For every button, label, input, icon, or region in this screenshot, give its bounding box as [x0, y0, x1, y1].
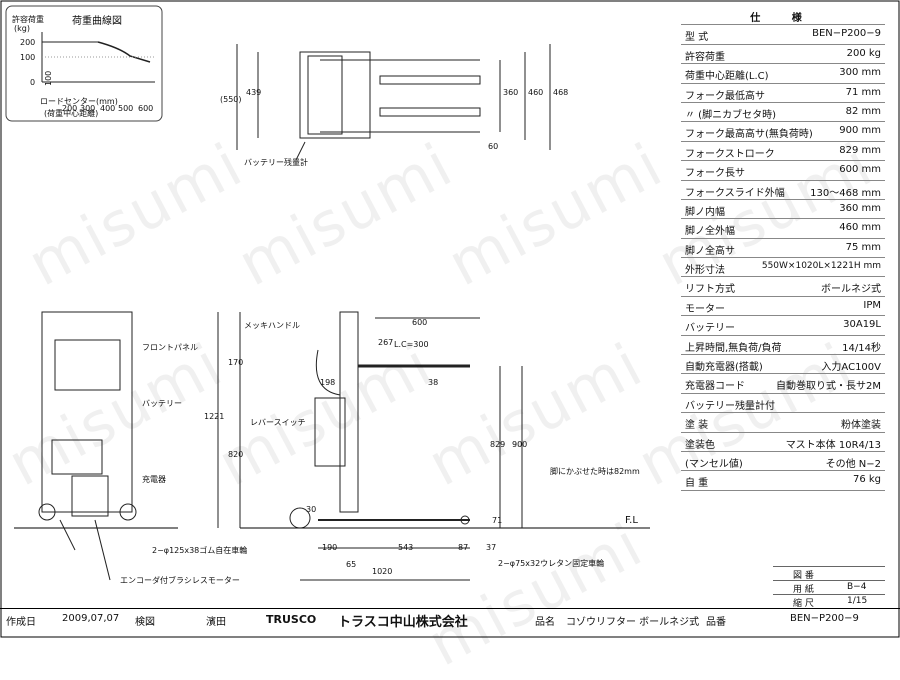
dim: 543 [398, 543, 414, 552]
made-label: 作成日 [6, 617, 36, 628]
spec-row: 荷重中心距離(L.C)300 mm [681, 64, 885, 84]
label-battery: バッテリー [142, 399, 182, 408]
made-date: 2009,07,07 [62, 613, 120, 624]
dim: 829 [490, 440, 506, 449]
shukushaku-value: 1/15 [847, 596, 868, 606]
product-name: コゾウリフター ボールネジ式 [566, 617, 700, 628]
spec-row: バッテリー残量計付 [681, 394, 885, 414]
dim: 820 [228, 450, 244, 459]
graph-xtick: 300 [80, 104, 96, 113]
spec-row: (マンセル値)その他 N−2 [681, 452, 885, 472]
dim: 65 [346, 560, 357, 569]
graph-title: 荷重曲線図 [72, 16, 122, 27]
spec-row: フォーク最高高サ(無負荷時)900 mm [681, 122, 885, 142]
drawing-lines [0, 0, 900, 638]
label-caster: 2−φ125x38ゴム自在車輪 [152, 546, 248, 555]
label-handle: メッキハンドル [244, 321, 300, 330]
dim: 267 [378, 338, 394, 347]
dim: 600 [412, 318, 428, 327]
graph-ytick: 100 [20, 53, 36, 62]
dim: 1221 [204, 412, 225, 421]
yoshi-value: B−4 [847, 582, 867, 592]
footer: 作成日 2009,07,07 検図 濱田 TRUSCO トラスコ中山株式会社 品… [0, 608, 900, 639]
graph-xtick: 500 [118, 104, 134, 113]
label-fixed-wheel: 2−φ75x32ウレタン固定車輪 [498, 559, 605, 568]
brand: TRUSCO [266, 613, 317, 626]
dim: 87 [458, 543, 469, 552]
spec-row: 充電器コード自動巻取り式・長サ2M [681, 374, 885, 394]
spec-header: 仕 様 [750, 13, 816, 24]
dim: 30 [306, 505, 317, 514]
zuban-label: 図 番 [793, 571, 814, 581]
label-battery-meter: バッテリー残量計 [244, 158, 308, 167]
graph-ylabel: 許容荷重 [12, 15, 44, 24]
dim: 38 [428, 378, 439, 387]
spec-row: 塗装色マスト本体 10R4/13 [681, 433, 885, 452]
graph-ytick: 0 [30, 78, 36, 87]
name-label: 品名 [535, 617, 555, 628]
graph-yunit: (kg) [14, 24, 30, 33]
graph-ytick: 200 [20, 38, 36, 47]
dim: 71 [492, 516, 503, 525]
dim: 198 [320, 378, 336, 387]
company: トラスコ中山株式会社 [338, 615, 468, 630]
check-label: 検図 [135, 617, 155, 628]
dim: 1020 [372, 567, 393, 576]
dim: 170 [228, 358, 244, 367]
title-block: 図 番 用 紙 B−4 縮 尺 1/15 [773, 566, 885, 609]
label-front-panel: フロントパネル [142, 343, 198, 352]
checker: 濱田 [206, 617, 226, 628]
spec-row: 塗 装粉体塗装 [681, 413, 885, 433]
graph-xlabel-sub: (荷重中心距離) [44, 109, 99, 118]
label-leg-note: 脚にかぶせた時は82mm [550, 467, 640, 476]
dim: 900 [512, 440, 528, 449]
spec-row: 〃 (脚ニカブセタ時)82 mm [681, 103, 885, 123]
product-no: BEN−P200−9 [790, 613, 859, 624]
spec-row: リフト方式ボールネジ式 [681, 277, 885, 297]
spec-row: 自動充電器(搭載)入力AC100V [681, 355, 885, 375]
graph-xtick: 600 [138, 104, 154, 113]
label-lever-switch: レバースイッチ [250, 418, 306, 427]
dim: 360 [503, 88, 519, 97]
floor-level: F.L [625, 515, 638, 526]
shukushaku-label: 縮 尺 [793, 599, 814, 609]
graph-xtick: 100 [44, 70, 53, 86]
dim: L.C=300 [394, 340, 429, 349]
no-label: 品番 [706, 617, 726, 628]
label-charger: 充電器 [142, 475, 166, 484]
graph-xlabel: ロードセンター(mm) [40, 97, 118, 106]
dim: 468 [553, 88, 569, 97]
dim: 439 [246, 88, 262, 97]
yoshi-label: 用 紙 [793, 585, 814, 595]
dim: 37 [486, 543, 497, 552]
dim: 60 [488, 142, 499, 151]
dim: (550) [220, 95, 242, 104]
graph-xtick: 200 [62, 104, 78, 113]
graph-xtick: 400 [100, 104, 116, 113]
dim: 190 [322, 543, 338, 552]
dim: 460 [528, 88, 544, 97]
label-motor: エンコーダ付ブラシレスモーター [120, 576, 240, 585]
